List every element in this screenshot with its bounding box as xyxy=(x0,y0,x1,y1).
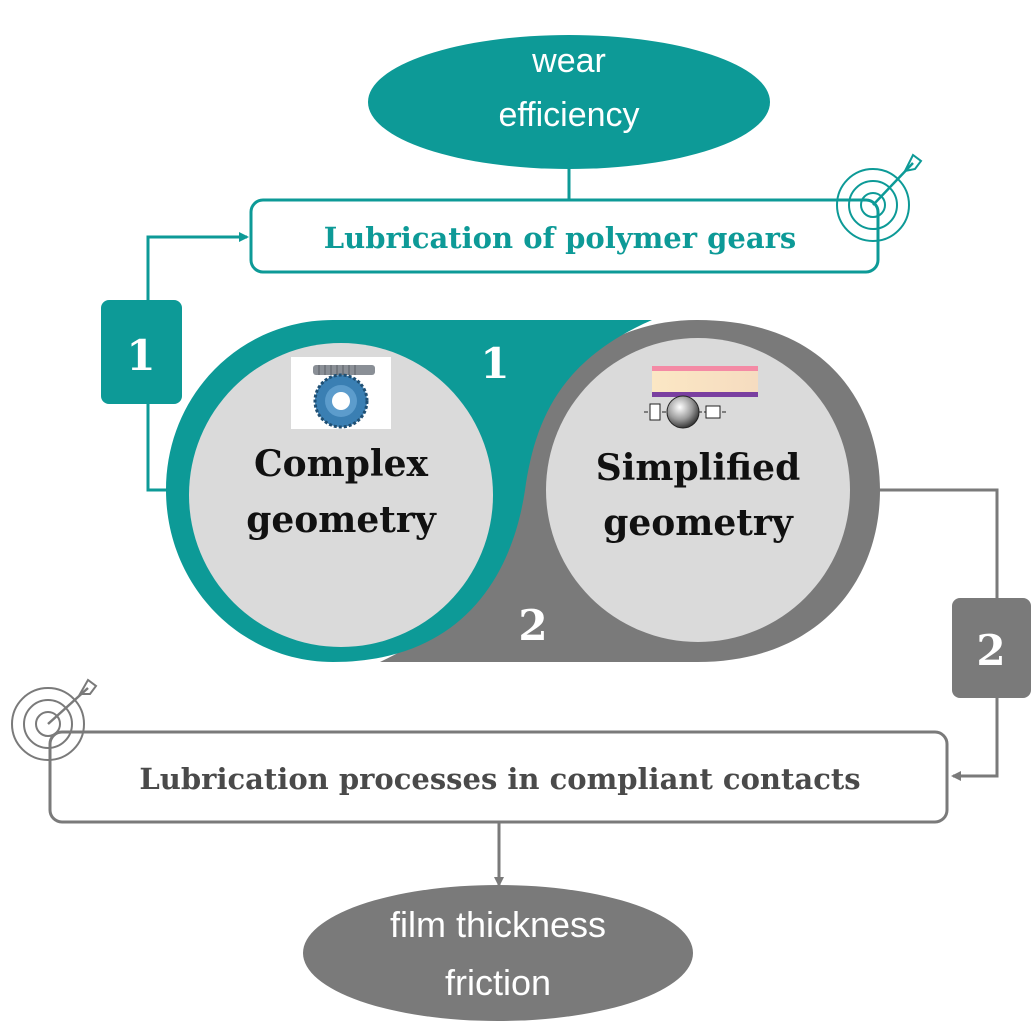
ball-on-disc-icon xyxy=(644,366,758,429)
step-badge-1: 1 xyxy=(101,300,182,404)
worm-gear-icon xyxy=(291,357,391,429)
left-circle-line1: Complex xyxy=(254,443,429,485)
bottom-outcome-ellipse: film thickness friction xyxy=(303,885,693,1021)
gray-shape-number: 2 xyxy=(518,601,547,650)
bottom-ellipse-line2: friction xyxy=(445,962,551,1003)
top-ellipse-line1: wear xyxy=(531,42,606,80)
top-process-box: Lubrication of polymer gears xyxy=(249,198,880,274)
bottom-process-box: Lubrication processes in compliant conta… xyxy=(48,730,949,824)
bottom-ellipse-line1: film thickness xyxy=(390,904,606,945)
badge-1-label: 1 xyxy=(126,331,155,380)
right-circle-line1: Simplified xyxy=(596,447,801,489)
bottom-box-label: Lubrication processes in compliant conta… xyxy=(139,762,860,796)
right-circle-line2: geometry xyxy=(603,502,794,544)
simplified-geometry-circle: Simplified geometry xyxy=(546,338,850,642)
teal-shape-number: 1 xyxy=(480,339,509,388)
top-box-label: Lubrication of polymer gears xyxy=(324,221,796,255)
top-outcome-ellipse: wear efficiency xyxy=(368,35,770,169)
left-circle-line2: geometry xyxy=(246,499,437,541)
target-icon xyxy=(11,678,98,761)
target-icon xyxy=(836,153,923,242)
top-ellipse-line2: efficiency xyxy=(498,96,639,134)
badge-2-label: 2 xyxy=(976,626,1005,675)
complex-geometry-circle: Complex geometry xyxy=(189,343,493,647)
step-badge-2: 2 xyxy=(952,598,1031,698)
